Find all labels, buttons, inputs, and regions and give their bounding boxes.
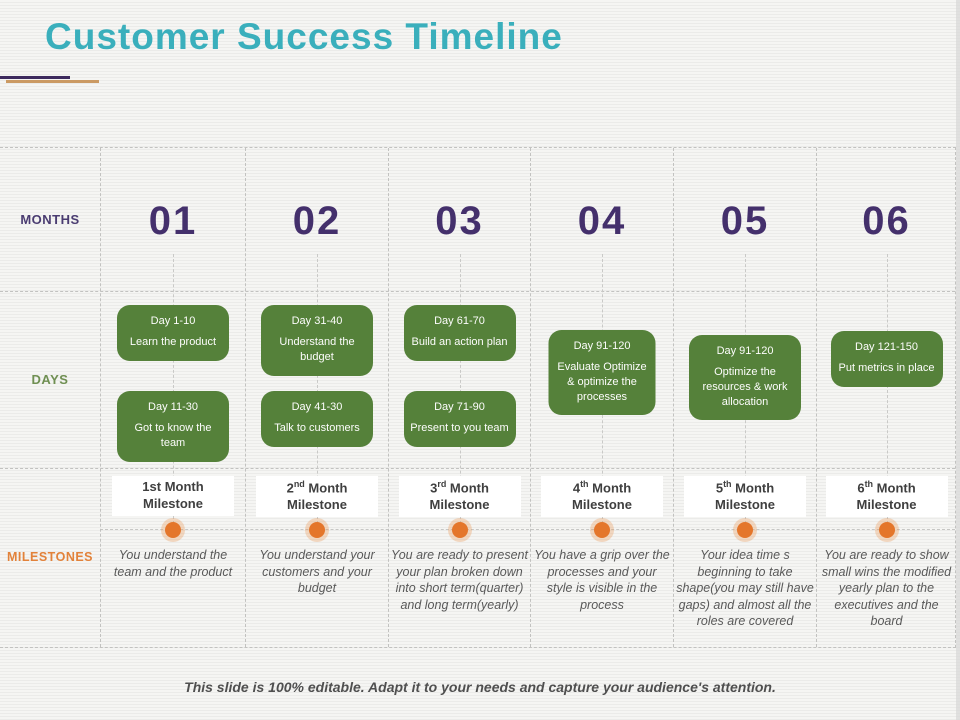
title-underline-orange	[6, 80, 99, 83]
day-range: Day 1-10	[150, 315, 196, 327]
milestone-title: 2nd Month Milestone	[256, 476, 378, 518]
milestone-connector-line	[100, 529, 955, 530]
day-description: Present to you team	[410, 421, 509, 434]
day-description: Got to know the team	[134, 421, 212, 449]
day-range: Day 121-150	[855, 341, 918, 353]
milestone-dot	[451, 522, 468, 538]
day-range: Day 41-30	[291, 401, 343, 413]
day-description: Optimize the resources & work allocation	[702, 365, 788, 408]
milestone-dot	[165, 522, 181, 538]
title-underline-purple	[0, 76, 70, 79]
milestone-title: 6th Month Milestone	[825, 476, 948, 518]
month-number: 01	[148, 199, 198, 243]
day-description: Evaluate Optimize & optimize the process…	[557, 360, 647, 403]
day-range: Day 91-120	[716, 345, 774, 357]
row-label-months: MONTHS	[20, 212, 80, 227]
row-label-milestones: MILESTONES	[6, 550, 94, 564]
milestone-description: You understand the team and the product	[113, 548, 233, 579]
timeline-column-1: 01 Day 1-10 Learn the product Day 11-30 …	[100, 148, 245, 647]
day-description: Put metrics in place	[838, 361, 935, 374]
page-title: Customer Success Timeline	[45, 16, 563, 57]
row-label-days: DAYS	[31, 372, 69, 387]
month-number: 04	[577, 199, 627, 243]
milestone-description: You understand your customers and your b…	[259, 548, 375, 595]
milestone-description: You are ready to show small wins the mod…	[821, 548, 952, 628]
milestone-title: 5th Month Milestone	[684, 476, 806, 518]
timeline-column-5: 05 Day 91-120 Optimize the resources & w…	[673, 148, 816, 647]
column-guide-line	[886, 254, 888, 529]
milestone-description: Your idea time s beginning to take shape…	[676, 548, 814, 628]
day-box: Day 91-120 Evaluate Optimize & optimize …	[548, 330, 656, 416]
day-range: Day 31-40	[291, 315, 343, 327]
day-range: Day 91-120	[573, 340, 631, 352]
milestone-title: 3rd Month Milestone	[398, 476, 521, 518]
timeline-column-6: 06 Day 121-150 Put metrics in place 6th …	[816, 148, 956, 647]
month-number: 05	[720, 199, 770, 243]
milestone-title: 4th Month Milestone	[541, 476, 663, 518]
day-range: Day 71-90	[434, 401, 485, 413]
day-range: Day 11-30	[148, 401, 198, 413]
timeline-column-3: 03 Day 61-70 Build an action plan Day 71…	[388, 148, 530, 647]
timeline-table: MONTHS DAYS MILESTONES 01 Day 1-10 Learn…	[0, 147, 956, 648]
timeline-column-4: 04 Day 91-120 Evaluate Optimize & optimi…	[530, 148, 673, 647]
day-box: Day 121-150 Put metrics in place	[830, 331, 943, 387]
milestone-dot	[878, 522, 895, 538]
row-divider-months-days	[0, 291, 955, 292]
day-description: Understand the budget	[279, 335, 355, 363]
row-divider-days-milestones	[0, 468, 955, 469]
day-description: Learn the product	[129, 335, 217, 348]
milestone-dot	[309, 522, 325, 538]
day-box: Day 71-90 Present to you team	[403, 391, 516, 447]
day-box: Day 41-30 Talk to customers	[261, 391, 373, 447]
day-box: Day 1-10 Learn the product	[117, 305, 229, 361]
day-box: Day 11-30 Got to know the team	[117, 391, 229, 462]
day-description: Talk to customers	[274, 421, 360, 434]
day-range: Day 61-70	[434, 315, 485, 327]
day-box: Day 31-40 Understand the budget	[261, 305, 373, 376]
milestone-description: You have a grip over the processes and y…	[534, 548, 670, 612]
milestone-dot	[594, 522, 610, 538]
month-number: 03	[435, 199, 484, 243]
month-number: 02	[292, 199, 342, 243]
milestone-title: 1st Month Milestone	[112, 476, 234, 516]
milestone-dot	[737, 522, 753, 538]
timeline-column-2: 02 Day 31-40 Understand the budget Day 4…	[245, 148, 388, 647]
milestone-description: You are ready to present your plan broke…	[391, 548, 528, 612]
slide-right-edge	[956, 0, 960, 720]
month-number: 06	[862, 199, 911, 243]
footer-note: This slide is 100% editable. Adapt it to…	[184, 679, 776, 695]
day-box: Day 61-70 Build an action plan	[403, 305, 516, 361]
day-box: Day 91-120 Optimize the resources & work…	[689, 335, 801, 421]
day-description: Build an action plan	[411, 335, 508, 348]
